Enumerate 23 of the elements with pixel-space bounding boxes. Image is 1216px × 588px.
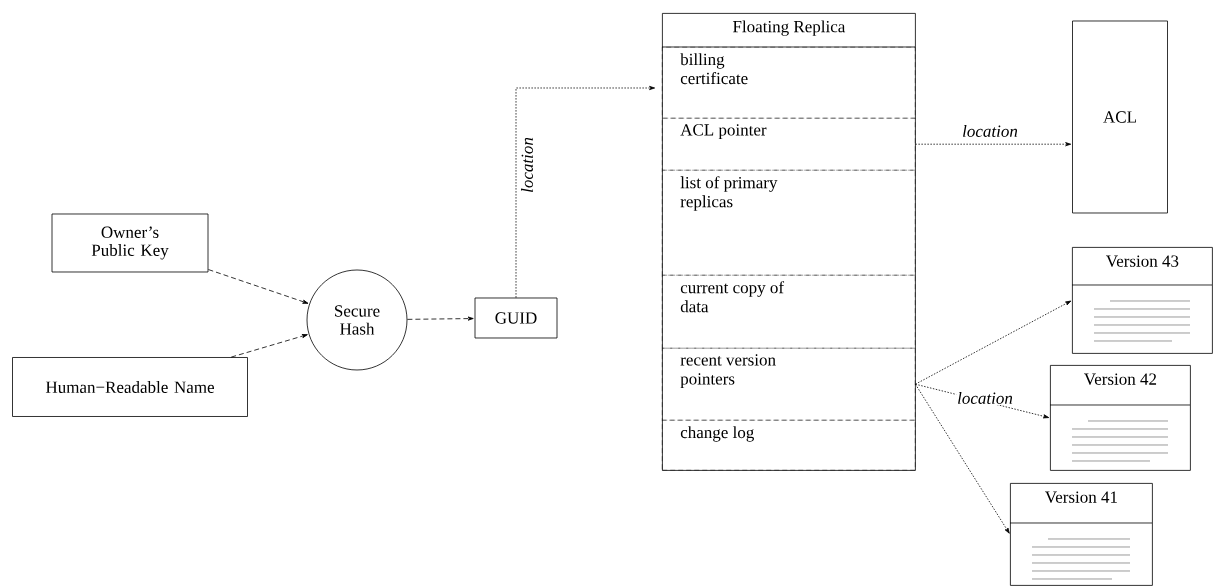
arrow [915, 300, 1072, 385]
box: GUID [474, 297, 558, 339]
edge-label: location [521, 137, 533, 192]
arrow [208, 269, 309, 304]
arrow [915, 142, 1072, 147]
arrow [407, 316, 474, 321]
edge-label: location [963, 125, 1018, 137]
document-box: Version 41 [1009, 483, 1153, 586]
box: Owner’s Public Key [51, 213, 209, 273]
arrow [915, 383, 1010, 534]
record-field: current copy of data [662, 275, 916, 349]
arrow [515, 85, 656, 298]
box: ACL [1072, 20, 1168, 214]
edge-label: location [958, 392, 1013, 404]
record-field: ACL pointer [662, 118, 916, 171]
arrow [230, 334, 308, 358]
document-box: Version 42 [1049, 365, 1191, 471]
box: Human−Readable Name [12, 357, 248, 417]
document-box: Version 43 [1071, 247, 1213, 354]
record-field: list of primary replicas [662, 170, 916, 276]
record-field: billing certificate [662, 47, 916, 119]
record-field: recent version pointers [662, 348, 916, 421]
record-field: change log [662, 420, 916, 471]
